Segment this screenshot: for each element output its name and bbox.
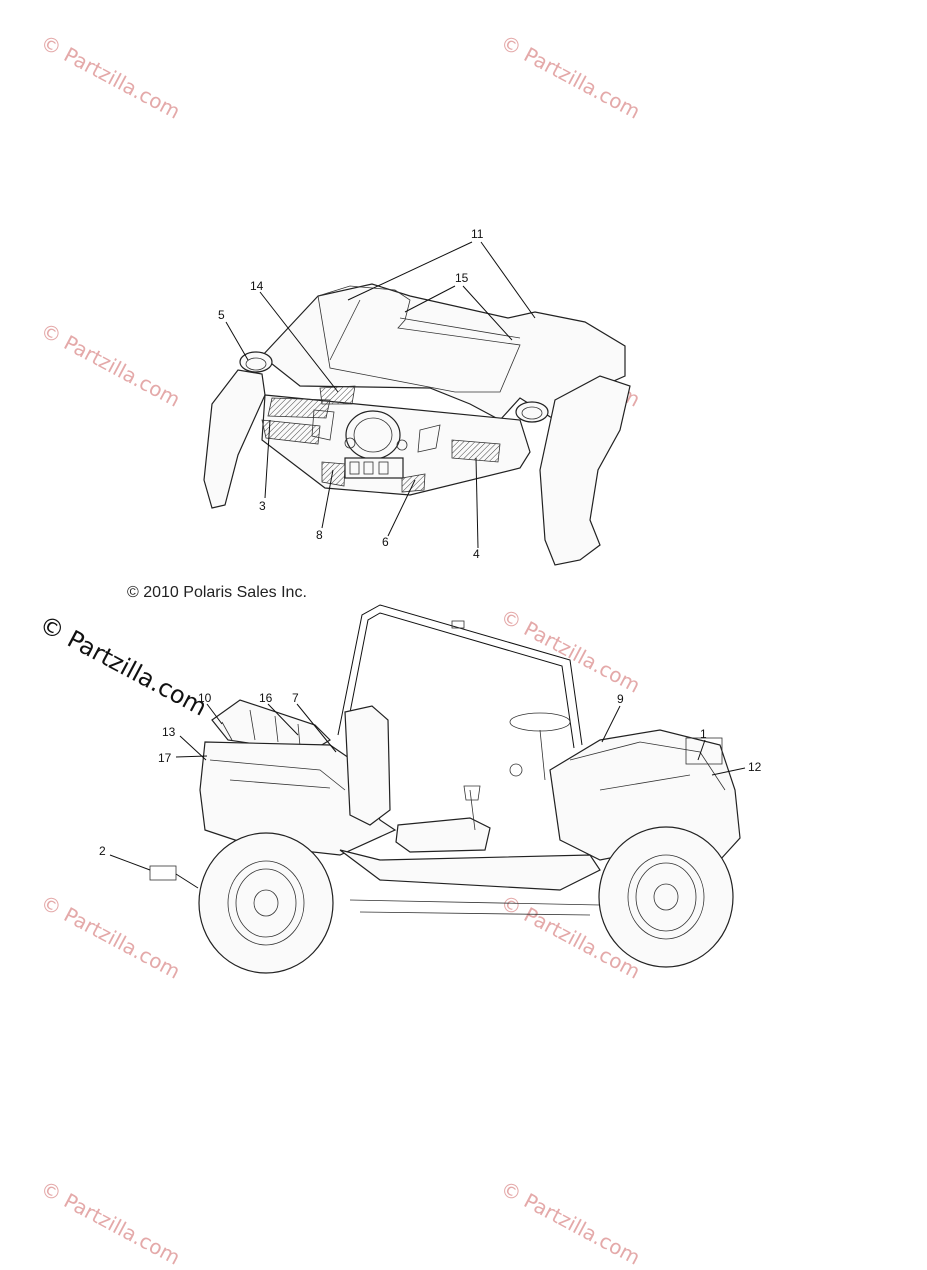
- front-wheel: [598, 826, 734, 968]
- callout-10: 10: [198, 691, 212, 705]
- callout-5: 5: [218, 308, 225, 322]
- parts-diagram: 11 15 14 5 3 8 6 4 9 1 12 10 16 7 13 17 …: [99, 227, 762, 974]
- dashboard-assembly: [203, 283, 631, 566]
- callout-labels: 11 15 14 5 3 8 6 4 9 1 12 10 16 7 13 17 …: [99, 227, 762, 858]
- callout-16: 16: [259, 691, 273, 705]
- leader-lines: [109, 241, 746, 889]
- callout-17: 17: [158, 751, 172, 765]
- callout-7: 7: [292, 691, 299, 705]
- callout-9: 9: [617, 692, 624, 706]
- rear-wheel: [198, 832, 334, 974]
- callout-14: 14: [250, 279, 264, 293]
- callout-12: 12: [748, 760, 762, 774]
- callout-6: 6: [382, 535, 389, 549]
- callout-3: 3: [259, 499, 266, 513]
- callout-4: 4: [473, 547, 480, 561]
- callout-2: 2: [99, 844, 106, 858]
- vehicle-assembly: [149, 604, 741, 974]
- callout-13: 13: [162, 725, 176, 739]
- decal-item-2: [149, 865, 177, 881]
- callout-8: 8: [316, 528, 323, 542]
- callout-11: 11: [471, 227, 484, 241]
- copyright-notice: © 2010 Polaris Sales Inc.: [127, 584, 307, 601]
- callout-15: 15: [455, 271, 469, 285]
- callout-1: 1: [700, 727, 707, 741]
